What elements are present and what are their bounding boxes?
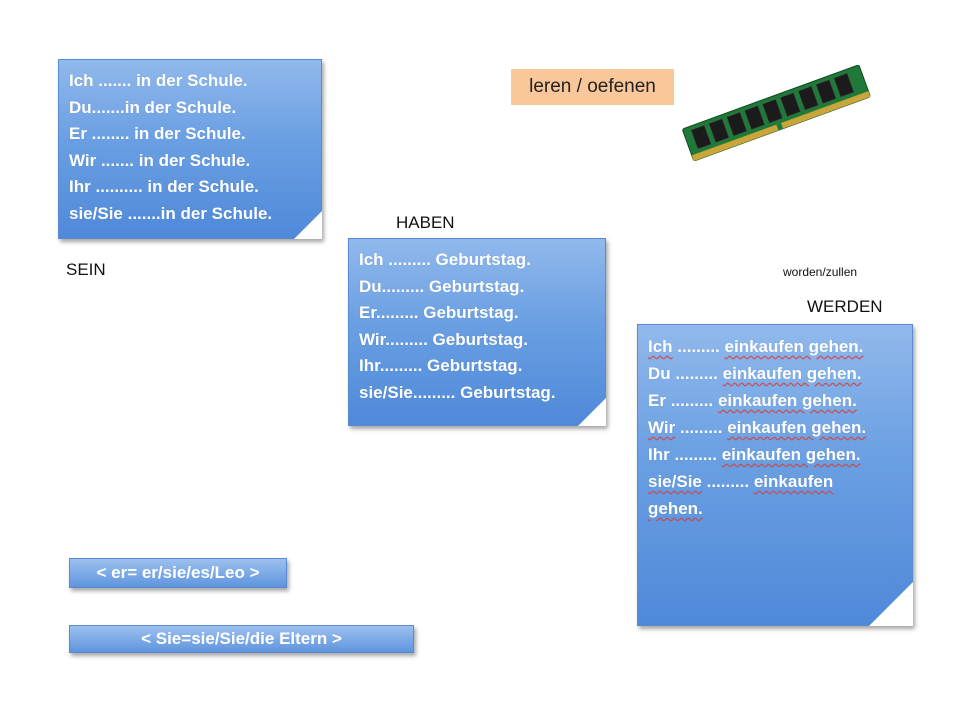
sein-line: Ihr .......... in der Schule.	[69, 177, 259, 196]
sein-heading: SEIN	[66, 260, 106, 279]
werden-subject: Ihr	[648, 445, 670, 464]
werden-subject: Ich	[648, 337, 673, 356]
werden-subject: Du	[648, 364, 671, 383]
werden-line: Wir ......... einkaufen gehen.	[648, 414, 902, 441]
werden-line: Er ......... einkaufen gehen.	[648, 387, 902, 414]
sein-line: sie/Sie .......in der Schule.	[69, 203, 273, 223]
sein-lines: Ich ....... in der Schule. Du.......in d…	[69, 68, 311, 227]
werden-subject: sie/Sie	[648, 472, 702, 491]
page-curl-icon	[578, 398, 606, 426]
werden-rest: gehen.	[648, 499, 703, 518]
werden-rest: einkaufen gehen.	[721, 445, 861, 464]
werden-line: gehen.	[648, 495, 902, 522]
sein-note: Ich ....... in der Schule. Du.......in d…	[58, 59, 322, 239]
haben-lines: Ich ......... Geburtstag. Du......... Ge…	[359, 247, 595, 406]
haben-line: Ihr......... Geburtstag.	[359, 356, 523, 375]
haben-line: Wir......... Geburtstag.	[359, 329, 528, 349]
sie-pronoun-bar: < Sie=sie/Sie/die Eltern >	[69, 625, 414, 653]
er-pronoun-bar: < er= er/sie/es/Leo >	[69, 558, 287, 588]
werden-rest: einkaufen gehen.	[717, 391, 857, 410]
ram-module-icon	[682, 64, 871, 162]
werden-subject: Wir	[648, 418, 676, 437]
werden-lines: Ich ......... einkaufen gehen. Du ......…	[648, 333, 902, 522]
werden-line: Ihr ......... einkaufen gehen.	[648, 441, 902, 468]
page-curl-icon	[294, 211, 322, 239]
werden-line: sie/Sie ......... einkaufen	[648, 468, 902, 495]
werden-rest: einkaufen	[753, 472, 834, 491]
page-curl-icon	[869, 582, 913, 626]
sein-line: Du.......in der Schule.	[69, 97, 237, 117]
werden-dots: .........	[672, 337, 725, 356]
werden-rest: einkaufen gehen.	[722, 364, 862, 383]
werden-note: Ich ......... einkaufen gehen. Du ......…	[637, 324, 913, 626]
sein-line: Wir ....... in der Schule.	[69, 150, 251, 170]
werden-dots: .........	[701, 472, 754, 491]
haben-heading: HABEN	[396, 213, 455, 232]
werden-dots: .........	[670, 364, 723, 383]
sein-line: Ich ....... in der Schule.	[69, 71, 248, 90]
werden-rest: einkaufen gehen.	[724, 337, 864, 356]
haben-line: Du......... Geburtstag.	[359, 276, 525, 296]
werden-line: Du ......... einkaufen gehen.	[648, 360, 902, 387]
haben-line: Er......... Geburtstag.	[359, 303, 519, 322]
werden-rest: einkaufen gehen.	[727, 418, 867, 437]
werden-dots: .........	[669, 445, 722, 464]
sein-line: Er ........ in der Schule.	[69, 124, 246, 143]
werden-subject: Er	[648, 391, 666, 410]
werden-line: Ich ......... einkaufen gehen.	[648, 333, 902, 360]
werden-heading: WERDEN	[807, 297, 883, 316]
haben-line: Ich ......... Geburtstag.	[359, 250, 531, 269]
translation-tag: leren / oefenen	[511, 69, 674, 105]
werden-dots: .........	[665, 391, 718, 410]
haben-line: sie/Sie......... Geburtstag.	[359, 382, 556, 402]
werden-note-label: worden/zullen	[783, 265, 858, 279]
werden-dots: .........	[675, 418, 728, 437]
haben-note: Ich ......... Geburtstag. Du......... Ge…	[348, 238, 606, 426]
